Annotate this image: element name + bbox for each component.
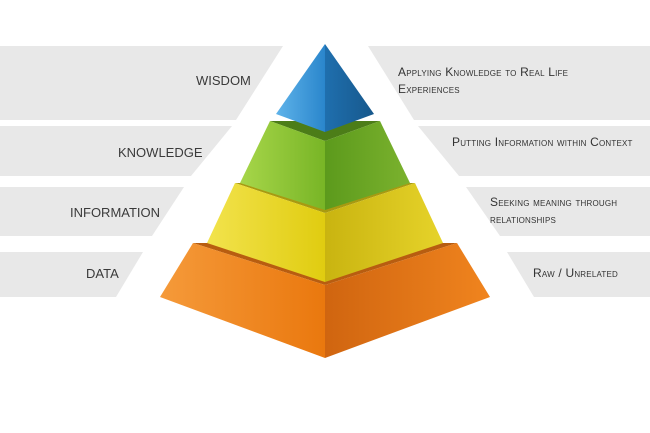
tier-information-right (325, 183, 443, 282)
band-wisdom (0, 46, 283, 120)
tier-knowledge-left (240, 121, 325, 210)
label-knowledge: KNOWLEDGE (118, 145, 203, 160)
background-bands (0, 46, 650, 297)
band-data-right (507, 252, 650, 297)
band-data (0, 252, 143, 297)
tier-knowledge (240, 121, 410, 210)
band-information-right (466, 187, 650, 236)
band-knowledge (0, 126, 232, 176)
band-knowledge-right (418, 126, 650, 176)
label-data: DATA (86, 266, 119, 281)
description-information: Seeking meaning through relationships (490, 195, 618, 226)
description-knowledge: Putting Information within Context (452, 135, 633, 149)
tier-information-left (207, 183, 325, 282)
band-wisdom-right (368, 46, 650, 120)
tier-data-left (160, 243, 325, 358)
label-wisdom: WISDOM (196, 73, 251, 88)
tier-knowledge-right (325, 121, 410, 210)
tier-data-right (325, 243, 490, 358)
band-information (0, 187, 184, 236)
label-information: INFORMATION (70, 205, 161, 220)
description-wisdom: Applying Knowledge to Real Life Experien… (398, 65, 569, 96)
tier-wisdom-left (276, 44, 325, 132)
description-data: Raw / Unrelated (533, 266, 619, 280)
tier-wisdom-right (325, 44, 374, 132)
tier-wisdom (276, 44, 374, 132)
